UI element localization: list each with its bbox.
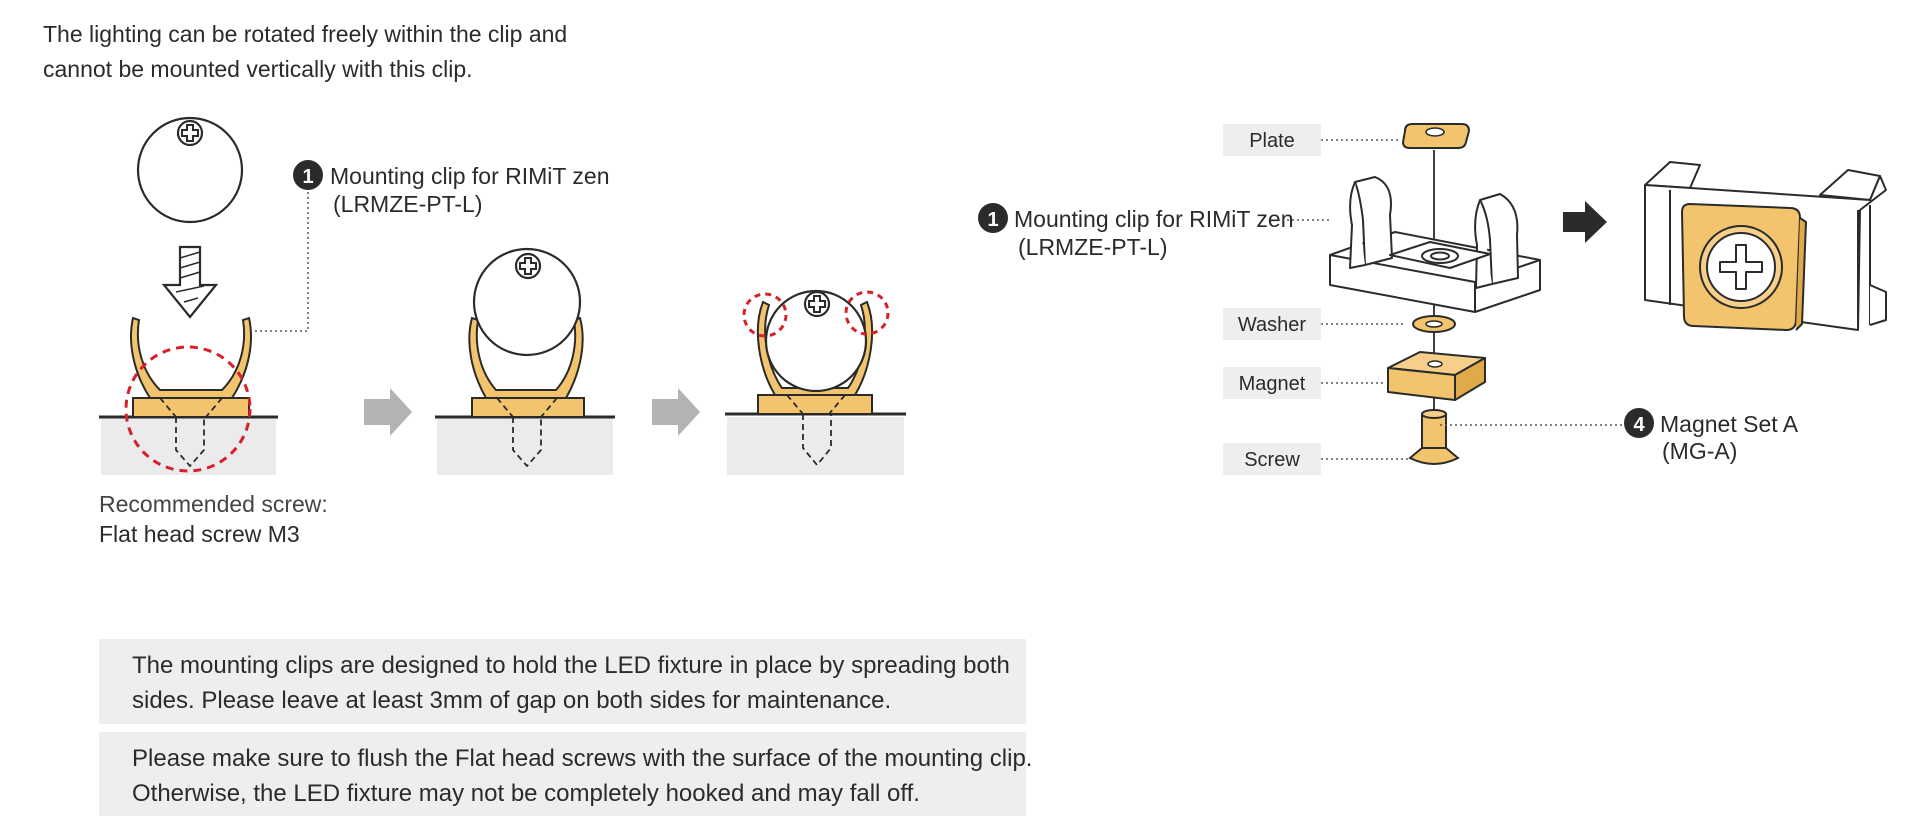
- screw-part: [1408, 409, 1460, 465]
- intro-line-1: The lighting can be rotated freely withi…: [43, 21, 568, 47]
- wall-surface: [437, 417, 613, 475]
- led-fixture-circle: [472, 247, 582, 357]
- note-box-flush-screw: Please make sure to flush the Flat head …: [99, 732, 1033, 816]
- step-1-group: [99, 116, 278, 475]
- part-labels: Plate Washer Magnet Screw: [1223, 124, 1412, 475]
- assembled-view: [1644, 161, 1887, 331]
- magnet-set-number: 4: [1633, 414, 1645, 436]
- right-callout-number: 1: [987, 209, 998, 231]
- highlight-circle: [124, 345, 252, 473]
- mounting-clip: [468, 316, 585, 418]
- left-callout-leader: [255, 192, 309, 332]
- note-2-line-1: Please make sure to flush the Flat head …: [132, 745, 1033, 772]
- washer-label: Washer: [1238, 314, 1307, 336]
- screw-head-icon: [176, 119, 204, 147]
- plate-label: Plate: [1249, 130, 1295, 152]
- down-arrow-icon: [161, 245, 219, 319]
- highlight-circle: [844, 290, 890, 336]
- screw-head-icon: [514, 252, 542, 280]
- left-callout-line-2: (LRMZE-PT-L): [333, 191, 483, 217]
- note-2-line-2: Otherwise, the LED fixture may not be co…: [132, 780, 920, 807]
- right-callout-line-1: Mounting clip for RIMiT zen: [1014, 206, 1294, 232]
- led-fixture-circle: [136, 116, 244, 224]
- left-callout-number: 1: [302, 166, 313, 188]
- plate-label-box: [1223, 124, 1321, 156]
- exploded-assembly: [1329, 123, 1541, 465]
- step-3-group: [725, 289, 906, 475]
- highlight-circle: [742, 292, 788, 338]
- step-arrow-icon: [364, 388, 412, 436]
- magnet-part: [1387, 351, 1486, 401]
- note-1-line-1: The mounting clips are designed to hold …: [132, 652, 1010, 679]
- wall-surface: [101, 417, 276, 475]
- magnet-set-line-1: Magnet Set A: [1660, 411, 1799, 437]
- recommended-screw-label: Recommended screw:: [99, 491, 328, 517]
- note-1-line-2: sides. Please leave at least 3mm of gap …: [132, 687, 892, 714]
- magnet-label-box: [1223, 367, 1321, 399]
- washer-label-box: [1223, 308, 1321, 340]
- intro-line-2: cannot be mounted vertically with this c…: [43, 56, 473, 82]
- screw-label-box: [1223, 443, 1321, 475]
- right-callout: 1 Mounting clip for RIMiT zen (LRMZE-PT-…: [978, 203, 1330, 260]
- note-box-spacing: The mounting clips are designed to hold …: [99, 639, 1026, 724]
- left-callout-line-1: Mounting clip for RIMiT zen: [330, 163, 610, 189]
- step-2-group: [435, 247, 615, 475]
- right-callout-line-2: (LRMZE-PT-L): [1018, 234, 1168, 260]
- intro-text: The lighting can be rotated freely withi…: [43, 17, 567, 87]
- step-arrow-icon: [652, 388, 700, 436]
- magnet-label: Magnet: [1239, 373, 1306, 395]
- result-arrow-icon: [1563, 201, 1607, 243]
- wall-surface: [727, 417, 904, 475]
- clip-frame: [1329, 176, 1541, 313]
- magnet-set-line-2: (MG-A): [1662, 438, 1737, 464]
- mounting-clip: [130, 316, 252, 418]
- magnet-set-callout: 4 Magnet Set A (MG-A): [1440, 408, 1799, 464]
- recommended-screw-value: Flat head screw M3: [99, 521, 300, 547]
- screw-head-icon: [803, 290, 831, 318]
- screw-label: Screw: [1244, 449, 1300, 471]
- left-callout: 1 Mounting clip for RIMiT zen (LRMZE-PT-…: [255, 160, 610, 332]
